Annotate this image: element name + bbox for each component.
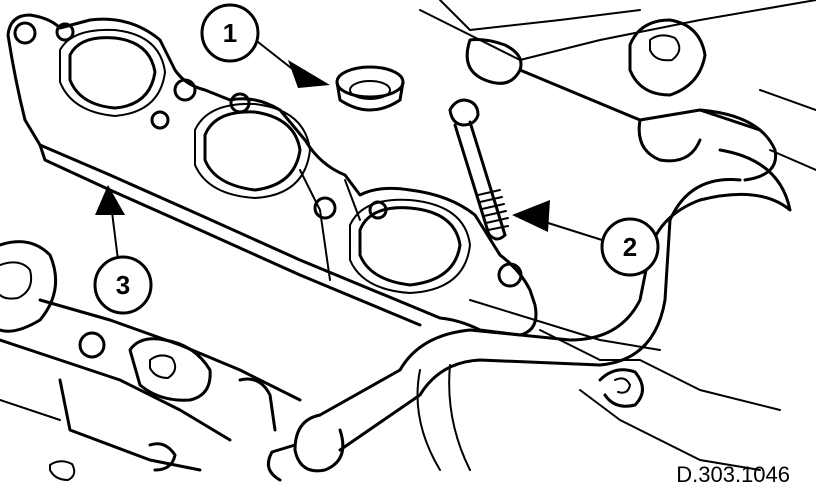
callout-1: 1: [200, 3, 260, 63]
callout-1-label: 1: [223, 18, 237, 48]
manifold-gasket: [6, 13, 538, 337]
arrow-icon: [288, 60, 330, 88]
coolant-pipe: [266, 148, 792, 482]
callout-2: 2: [600, 217, 660, 277]
sealing-ring: [335, 65, 405, 112]
engine-upper-right: [419, 0, 816, 182]
callout-3-label: 3: [116, 270, 130, 300]
callout-2-label: 2: [623, 232, 637, 262]
callout-leaders: [95, 41, 603, 261]
arrow-icon: [95, 185, 125, 215]
arrow-icon: [512, 200, 550, 232]
fuel-rail-lower-left: [0, 240, 302, 481]
figure-reference: D.303.1046: [676, 462, 790, 487]
cylinder-head-face: [299, 169, 781, 471]
manifold-stud: [448, 98, 509, 241]
callout-3: 3: [93, 255, 153, 315]
